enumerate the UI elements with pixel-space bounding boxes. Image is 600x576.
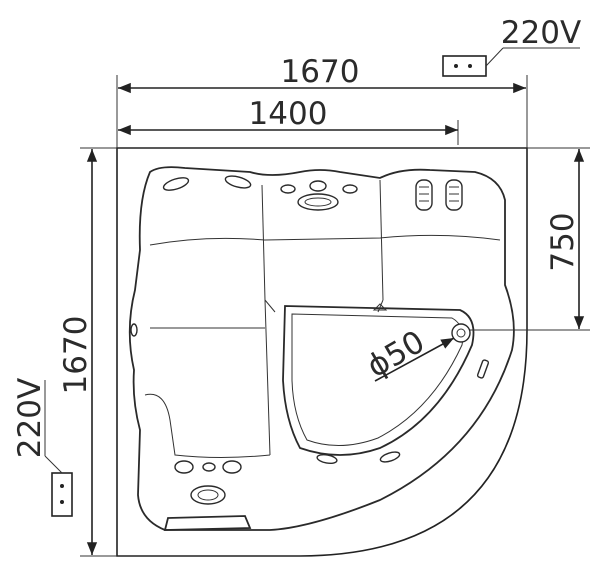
seat-lines xyxy=(144,179,501,458)
vent-slots xyxy=(419,186,459,202)
power-leader-top xyxy=(485,47,504,67)
headrest xyxy=(163,515,252,531)
pillow-jet-inner xyxy=(197,489,219,501)
power-dot xyxy=(468,64,472,68)
power-box-left xyxy=(51,472,73,517)
jet-icon xyxy=(202,462,216,472)
control-icon xyxy=(476,359,490,379)
jet-icon xyxy=(309,180,327,192)
pillow-jet-icon xyxy=(190,485,226,505)
tub-inner-rim xyxy=(128,166,515,531)
jet-icon xyxy=(316,453,338,465)
power-label-top: 220V xyxy=(501,15,581,51)
power-dot xyxy=(454,64,458,68)
power-dot xyxy=(60,484,64,488)
pillow-jet-inner xyxy=(304,197,332,207)
footwell xyxy=(282,305,475,456)
drain-inner xyxy=(456,328,466,338)
drain-icon xyxy=(451,323,471,343)
jet-icon xyxy=(174,460,194,474)
power-leader-left xyxy=(44,455,63,474)
jet-icon xyxy=(130,323,138,337)
jet-icon xyxy=(379,451,401,463)
pillow-jet-icon xyxy=(297,193,339,211)
jet-icon xyxy=(280,184,296,194)
dimension-seat-depth: 750 xyxy=(545,212,581,271)
dimension-left-height: 1670 xyxy=(58,316,94,395)
dimension-top-width: 1670 xyxy=(281,54,360,90)
drain-diameter: ϕ50 xyxy=(361,324,431,385)
jet-icon xyxy=(342,184,358,194)
jet-icon xyxy=(224,175,252,189)
jet-icon xyxy=(222,460,242,474)
jet-icon xyxy=(162,177,190,191)
footwell-edge xyxy=(264,299,388,313)
drain-leader xyxy=(374,337,455,382)
vent-icon xyxy=(415,179,433,211)
dimension-inner-width: 1400 xyxy=(249,96,328,132)
power-label-left: 220V xyxy=(12,378,48,458)
tub-outer-frame xyxy=(116,147,528,557)
power-dot xyxy=(60,500,64,504)
power-box-top xyxy=(442,55,487,77)
vent-icon xyxy=(445,179,463,211)
